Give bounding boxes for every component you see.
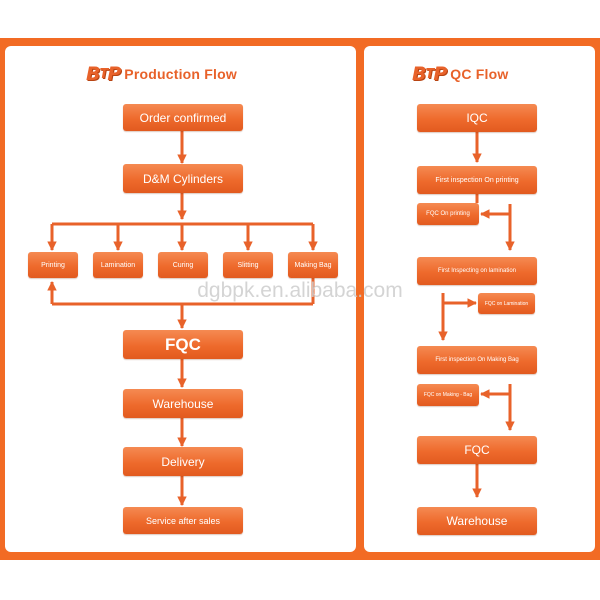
btp-logo: BTP <box>412 63 447 85</box>
production-flow-title: Production Flow <box>124 66 237 82</box>
qc-flow-title: QC Flow <box>450 66 509 82</box>
node-lamination: Lamination <box>93 252 143 278</box>
node-curing: Curing <box>158 252 208 278</box>
node-fqc-on-making-bag: FQC on Making - Bag <box>417 384 479 406</box>
qc-flow-heading: BTP QC Flow <box>412 62 508 86</box>
node-fqc-on-lamination: FQC on Lamination <box>478 293 535 314</box>
watermark: dgbpk.en.alibaba.com <box>197 279 403 302</box>
node-first-inspection-making-bag: First inspection On Making Bag <box>417 346 537 374</box>
node-service-after-sales: Service after sales <box>123 507 243 534</box>
node-dm-cylinders: D&M Cylinders <box>123 164 243 193</box>
node-delivery: Delivery <box>123 447 243 476</box>
node-making-bag: Making Bag <box>288 252 338 278</box>
node-iqc: IQC <box>417 104 537 132</box>
node-printing: Printing <box>28 252 78 278</box>
btp-logo: BTP <box>86 63 121 85</box>
node-first-inspection-printing: First inspection On printing <box>417 166 537 194</box>
node-first-inspecting-lamination: First Inspecting on lamination <box>417 257 537 285</box>
production-flow-heading: BTP Production Flow <box>86 62 237 86</box>
node-qc-warehouse: Warehouse <box>417 507 537 535</box>
node-warehouse: Warehouse <box>123 389 243 418</box>
node-slitting: Slitting <box>223 252 273 278</box>
node-qc-fqc: FQC <box>417 436 537 464</box>
node-fqc-on-printing: FQC On printing <box>417 203 479 225</box>
node-order-confirmed: Order confirmed <box>123 104 243 131</box>
node-fqc: FQC <box>123 330 243 359</box>
